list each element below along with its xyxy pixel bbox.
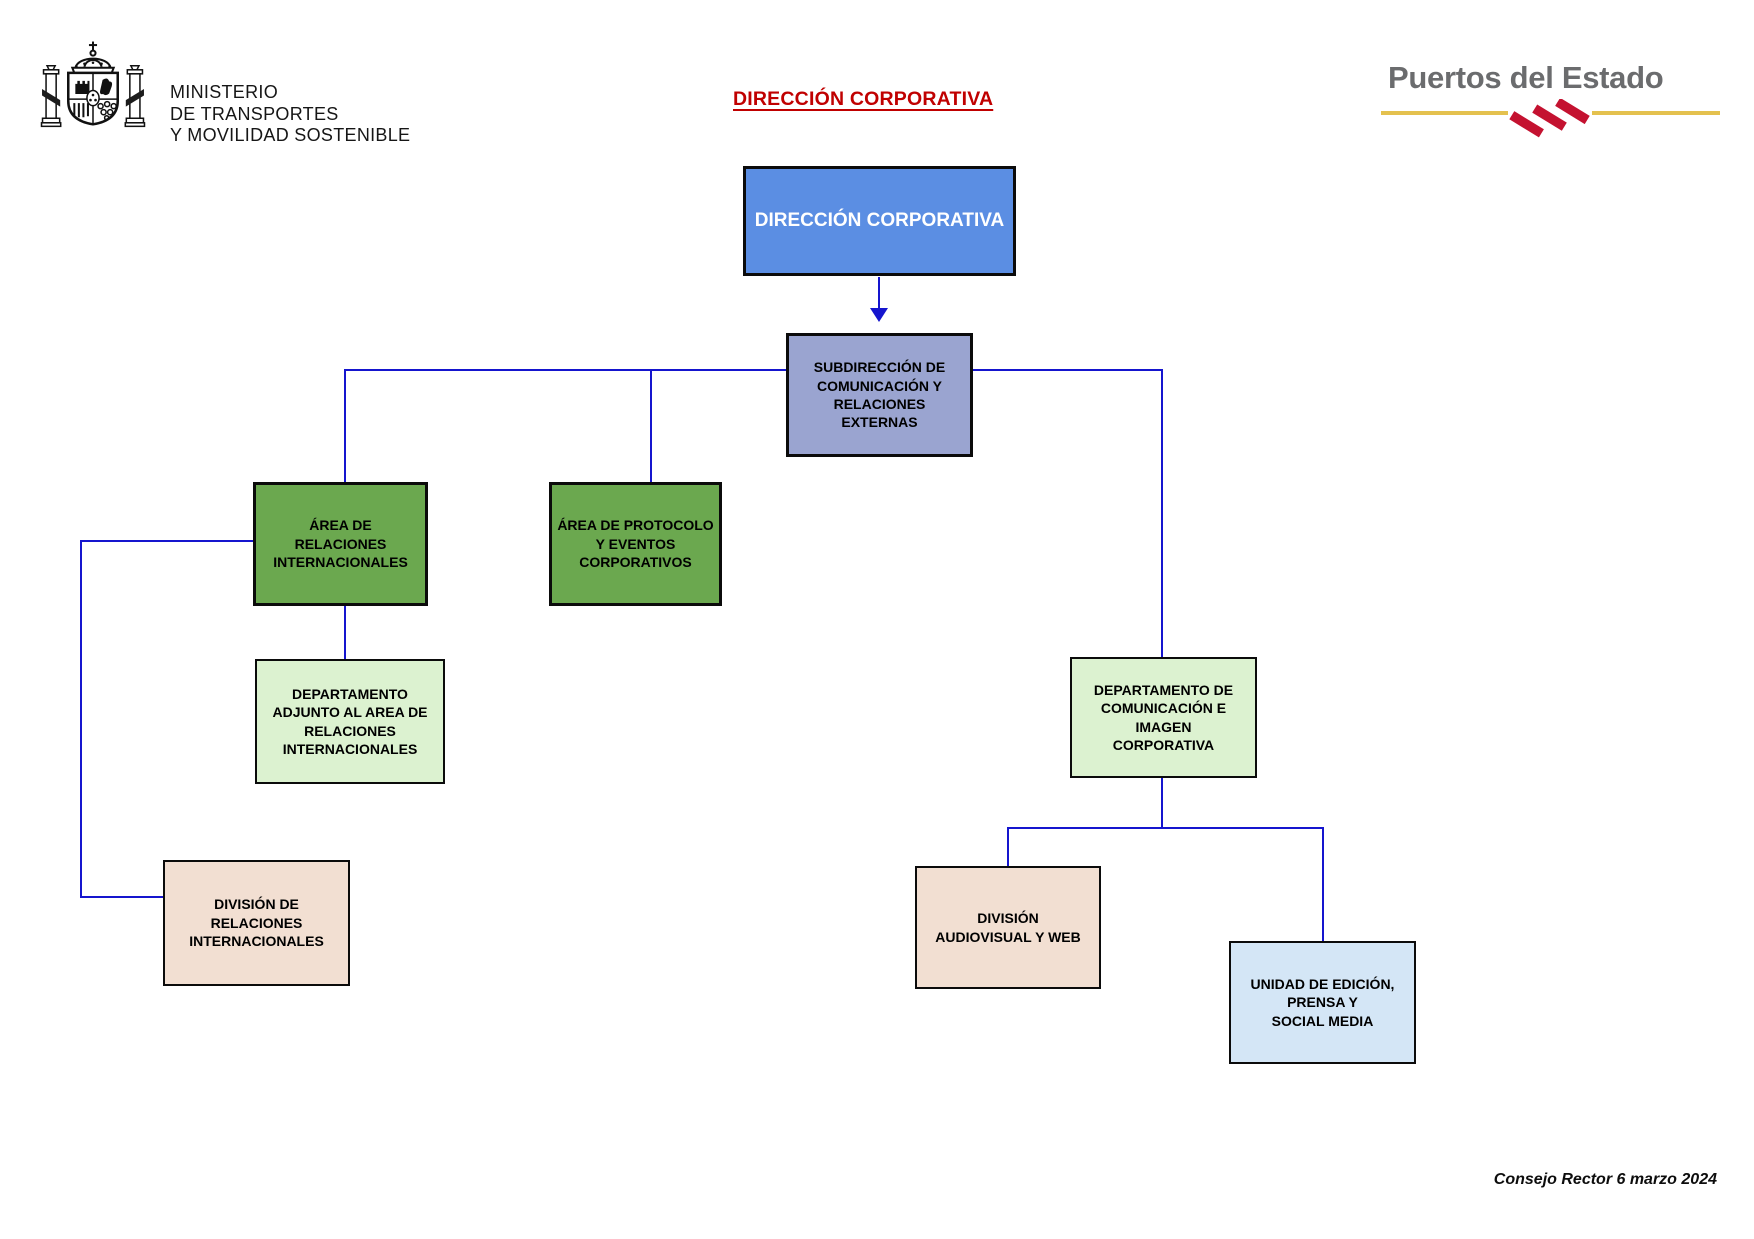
org-node-area-relaciones-internacionales: ÁREA DE RELACIONES INTERNACIONALES <box>253 482 428 606</box>
connector-line <box>80 896 164 898</box>
logo-gold-line-right <box>1592 111 1720 115</box>
org-node-departamento-adjunto: DEPARTAMENTO ADJUNTO AL AREA DE RELACION… <box>255 659 445 784</box>
org-node-division-audiovisual-web: DIVISIÓN AUDIOVISUAL Y WEB <box>915 866 1101 989</box>
connector-line <box>344 369 788 371</box>
connector-line <box>1007 827 1009 867</box>
footer-note: Consejo Rector 6 marzo 2024 <box>1493 1171 1717 1188</box>
org-node-departamento-comunicacion-imagen: DEPARTAMENTO DE COMUNICACIÓN E IMAGEN CO… <box>1070 657 1257 778</box>
arrow-down-icon <box>870 308 888 322</box>
org-node-area-protocolo-eventos: ÁREA DE PROTOCOLO Y EVENTOS CORPORATIVOS <box>549 482 722 606</box>
logo-gold-line-left <box>1381 111 1508 115</box>
connector-line <box>1007 827 1324 829</box>
connector-line <box>878 277 880 310</box>
connector-line <box>80 540 254 542</box>
ministry-name-line3: Y MOVILIDAD SOSTENIBLE <box>170 125 411 145</box>
connector-line <box>344 369 346 483</box>
ministry-name-line1: MINISTERIO <box>170 82 279 102</box>
org-node-subdireccion-comunicacion: SUBDIRECCIÓN DE COMUNICACIÓN Y RELACIONE… <box>786 333 973 457</box>
connector-line <box>1161 369 1163 658</box>
connector-line <box>650 369 652 483</box>
connector-line <box>971 369 1163 371</box>
org-node-unidad-edicion-prensa-social-media: UNIDAD DE EDICIÓN, PRENSA Y SOCIAL MEDIA <box>1229 941 1416 1064</box>
connector-line <box>1322 827 1324 942</box>
connector-line <box>344 605 346 660</box>
org-node-division-relaciones-internacionales: DIVISIÓN DE RELACIONES INTERNACIONALES <box>163 860 350 986</box>
connector-line <box>1161 777 1163 829</box>
page-title: DIRECCIÓN CORPORATIVA <box>733 88 994 110</box>
ministry-name-line2: DE TRANSPORTES <box>170 103 339 124</box>
connector-line <box>80 540 82 898</box>
puertos-waves-icon <box>1509 99 1590 138</box>
ministry-name: MINISTERIO DE TRANSPORTES Y MOVILIDAD SO… <box>170 82 410 147</box>
org-node-direccion-corporativa: DIRECCIÓN CORPORATIVA <box>743 166 1016 276</box>
puertos-del-estado-logo-text: Puertos del Estado <box>1388 60 1664 95</box>
spain-coat-of-arms-icon <box>40 41 146 128</box>
